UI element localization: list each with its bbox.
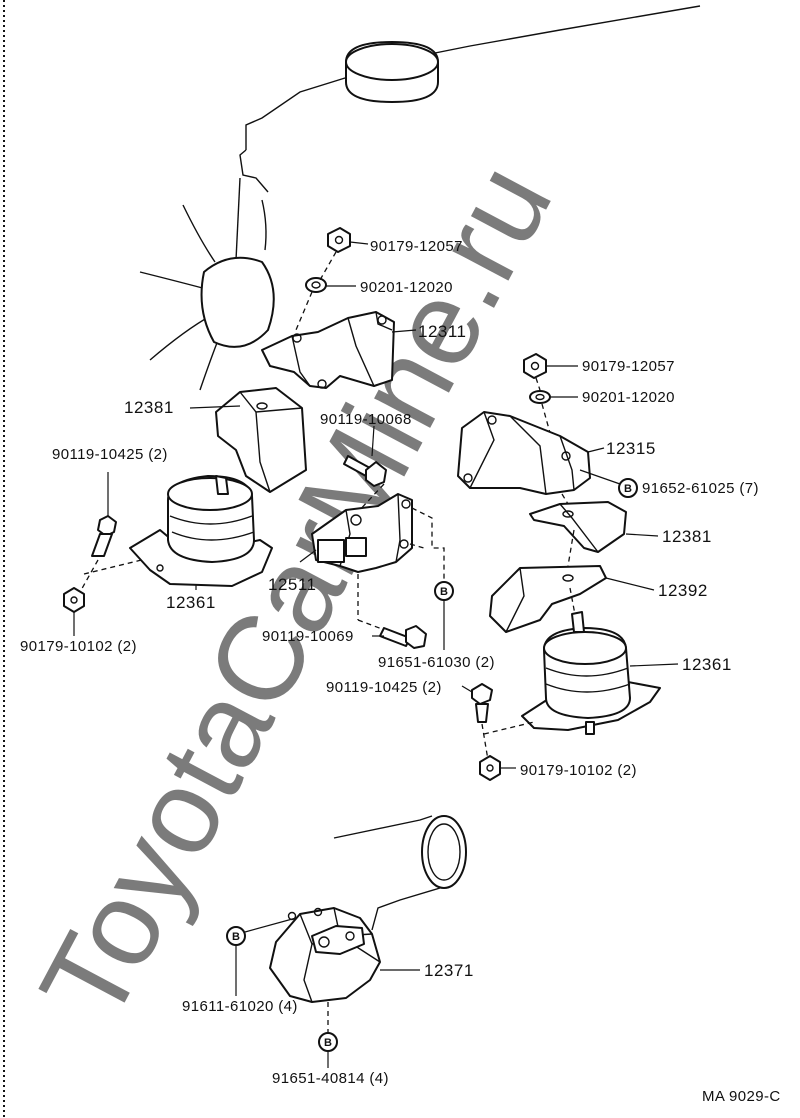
transmission-housing xyxy=(333,815,467,931)
label-90119-10068: 90119-10068 xyxy=(320,411,412,428)
marker-b-bottom-left: B xyxy=(226,926,246,946)
axis-line xyxy=(411,507,445,580)
leader-line xyxy=(299,549,317,563)
engine-mount-12361-right xyxy=(521,611,661,735)
label-12381-left: 12381 xyxy=(124,398,174,417)
label-12311: 12311 xyxy=(418,322,467,341)
bolt-90119-10068 xyxy=(343,455,387,487)
label-91651-61030: 91651-61030 (2) xyxy=(378,654,495,671)
leader-line xyxy=(371,425,375,457)
svg-text:B: B xyxy=(440,586,448,598)
nut-90179-12057-upper xyxy=(327,227,351,253)
svg-text:B: B xyxy=(624,483,632,495)
leader-line xyxy=(391,329,417,333)
leader-line xyxy=(587,447,605,453)
washer-90201-12020-right xyxy=(529,390,551,404)
svg-text:B: B xyxy=(324,1037,332,1049)
axis-line xyxy=(79,559,99,593)
label-91611-61020: 91611-61020 (4) xyxy=(182,998,298,1015)
leader-line xyxy=(605,577,655,591)
label-90179-12057-upper: 90179-12057 xyxy=(370,238,463,255)
label-12371: 12371 xyxy=(424,961,474,980)
axis-line xyxy=(355,483,385,515)
cooling-fan xyxy=(139,177,275,391)
axis-line xyxy=(481,723,489,761)
marker-b-bottom: B xyxy=(318,1032,338,1052)
label-90179-12057-right: 90179-12057 xyxy=(582,358,675,375)
label-90119-10425-left: 90119-10425 (2) xyxy=(52,446,168,463)
engine-mount-12361-left xyxy=(129,475,273,587)
bracket-12315 xyxy=(457,411,591,495)
axis-line xyxy=(567,529,575,567)
leader-line xyxy=(189,405,241,409)
label-90179-10102-left: 90179-10102 (2) xyxy=(20,638,137,655)
leader-line xyxy=(349,241,369,245)
bolt-90119-10069 xyxy=(379,625,427,649)
nut-90179-12057-right xyxy=(523,353,547,379)
leader-line xyxy=(625,533,659,537)
label-90201-12020-right: 90201-12020 xyxy=(582,389,675,406)
bolt-90119-10425-left xyxy=(91,515,117,557)
label-12315: 12315 xyxy=(606,439,656,458)
axis-line xyxy=(483,721,535,735)
axis-line xyxy=(409,543,425,549)
axis-line xyxy=(295,291,313,331)
insulator-12381-right xyxy=(529,501,627,553)
axis-line xyxy=(319,251,337,281)
insulator-12381-left xyxy=(215,387,307,493)
leader-line xyxy=(579,469,621,485)
diagram-code: MA 9029-C xyxy=(702,1088,781,1105)
engine-outline xyxy=(239,5,701,193)
marker-b-right: B xyxy=(618,478,638,498)
label-12392: 12392 xyxy=(658,581,708,600)
label-12361-right: 12361 xyxy=(682,655,732,674)
label-90119-10425-right: 90119-10425 (2) xyxy=(326,679,442,696)
label-90179-10102-right: 90179-10102 (2) xyxy=(520,762,637,779)
leader-line xyxy=(461,685,473,693)
oil-filler-cap xyxy=(345,41,439,103)
bracket-12392 xyxy=(489,565,607,633)
bracket-12311 xyxy=(261,311,395,389)
leader-line xyxy=(629,663,679,667)
label-91651-40814: 91651-40814 (4) xyxy=(272,1070,389,1087)
washer-90201-12020-upper xyxy=(305,277,327,293)
leader-line xyxy=(244,917,297,933)
label-90201-12020-upper: 90201-12020 xyxy=(360,279,453,296)
label-12361-left: 12361 xyxy=(166,593,216,612)
label-91652-61025: 91652-61025 (7) xyxy=(642,480,759,497)
bracket-12511 xyxy=(311,493,413,573)
bolt-90119-10425-right xyxy=(471,683,493,723)
marker-b-center: B xyxy=(434,581,454,601)
axis-line xyxy=(535,377,541,391)
label-12381-right: 12381 xyxy=(662,527,712,546)
rear-mount-12371 xyxy=(269,907,381,1003)
nut-90179-10102-right xyxy=(479,755,501,781)
svg-text:B: B xyxy=(232,931,240,943)
label-12511: 12511 xyxy=(268,575,317,594)
label-90119-10069: 90119-10069 xyxy=(262,628,354,645)
nut-90179-10102-left xyxy=(63,587,85,613)
